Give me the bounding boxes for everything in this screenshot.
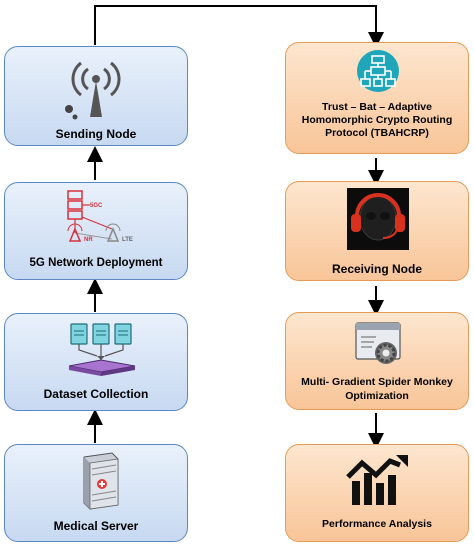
protocol-label: Trust – Bat – Adaptive Homomorphic Crypt…	[301, 101, 453, 139]
dataset-files-icon	[68, 323, 136, 376]
performance-label: Performance Analysis	[322, 518, 432, 530]
protocol-box: Trust – Bat – Adaptive Homomorphic Crypt…	[285, 42, 469, 154]
sending-node-label: Sending Node	[55, 127, 137, 141]
routing-protocol-icon	[357, 50, 399, 92]
network-5g-icon: 5GC NR LTE	[67, 190, 133, 243]
performance-chart-icon	[346, 455, 408, 505]
dataset-collection-box: Dataset Collection	[4, 313, 188, 411]
optimization-label: Multi- Gradient Spider Monkey Optimizati…	[301, 376, 453, 402]
sending-node-box: Sending Node	[4, 46, 188, 146]
server-icon	[83, 452, 119, 510]
optimization-box: Multi- Gradient Spider Monkey Optimizati…	[285, 312, 469, 410]
label-lte: LTE	[122, 237, 133, 243]
arrow-sending-to-protocol	[94, 5, 384, 48]
label-nr: NR	[84, 237, 93, 243]
antenna-icon	[65, 61, 121, 120]
performance-box: Performance Analysis	[285, 444, 469, 542]
medical-server-label: Medical Server	[53, 519, 139, 533]
dataset-collection-label: Dataset Collection	[43, 387, 149, 401]
headset-icon	[347, 188, 409, 250]
receiving-node-box: Receiving Node	[285, 181, 469, 281]
label-5gc: 5GC	[90, 203, 103, 209]
medical-server-box: Medical Server	[4, 444, 188, 542]
receiving-node-label: Receiving Node	[331, 262, 423, 276]
optimization-gear-icon	[355, 322, 401, 364]
network-deployment-label: 5G Network Deployment	[29, 257, 163, 269]
network-deployment-box: 5GC NR LTE 5G Network Deployment	[4, 182, 188, 280]
